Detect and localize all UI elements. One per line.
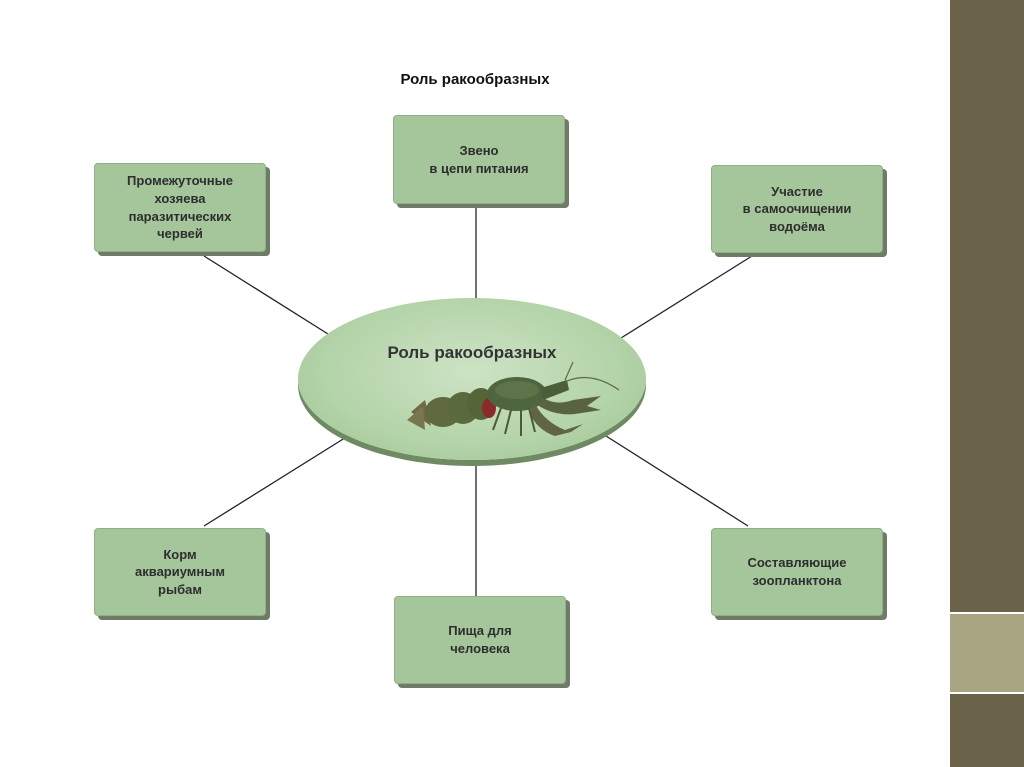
- node-zooplankton: Составляющие зоопланктона: [711, 528, 883, 616]
- crayfish-icon: [405, 360, 620, 440]
- connector-bottom-right: [606, 436, 748, 526]
- connector-top-left: [204, 256, 328, 334]
- node-human-food: Пища для человека: [394, 596, 566, 684]
- side-bar-accent: [950, 614, 1024, 692]
- side-bar-divider-bottom: [950, 692, 1024, 694]
- side-bar-divider-top: [950, 612, 1024, 614]
- node-aquarium-feed: Корм аквариумным рыбам: [94, 528, 266, 616]
- connector-top-right: [621, 256, 752, 338]
- node-intermediate-hosts: Промежуточные хозяева паразитических чер…: [94, 163, 266, 252]
- connector-bottom-left: [204, 436, 348, 526]
- node-self-purification: Участие в самоочищении водоёма: [711, 165, 883, 253]
- node-food-chain: Звено в цепи питания: [393, 115, 565, 204]
